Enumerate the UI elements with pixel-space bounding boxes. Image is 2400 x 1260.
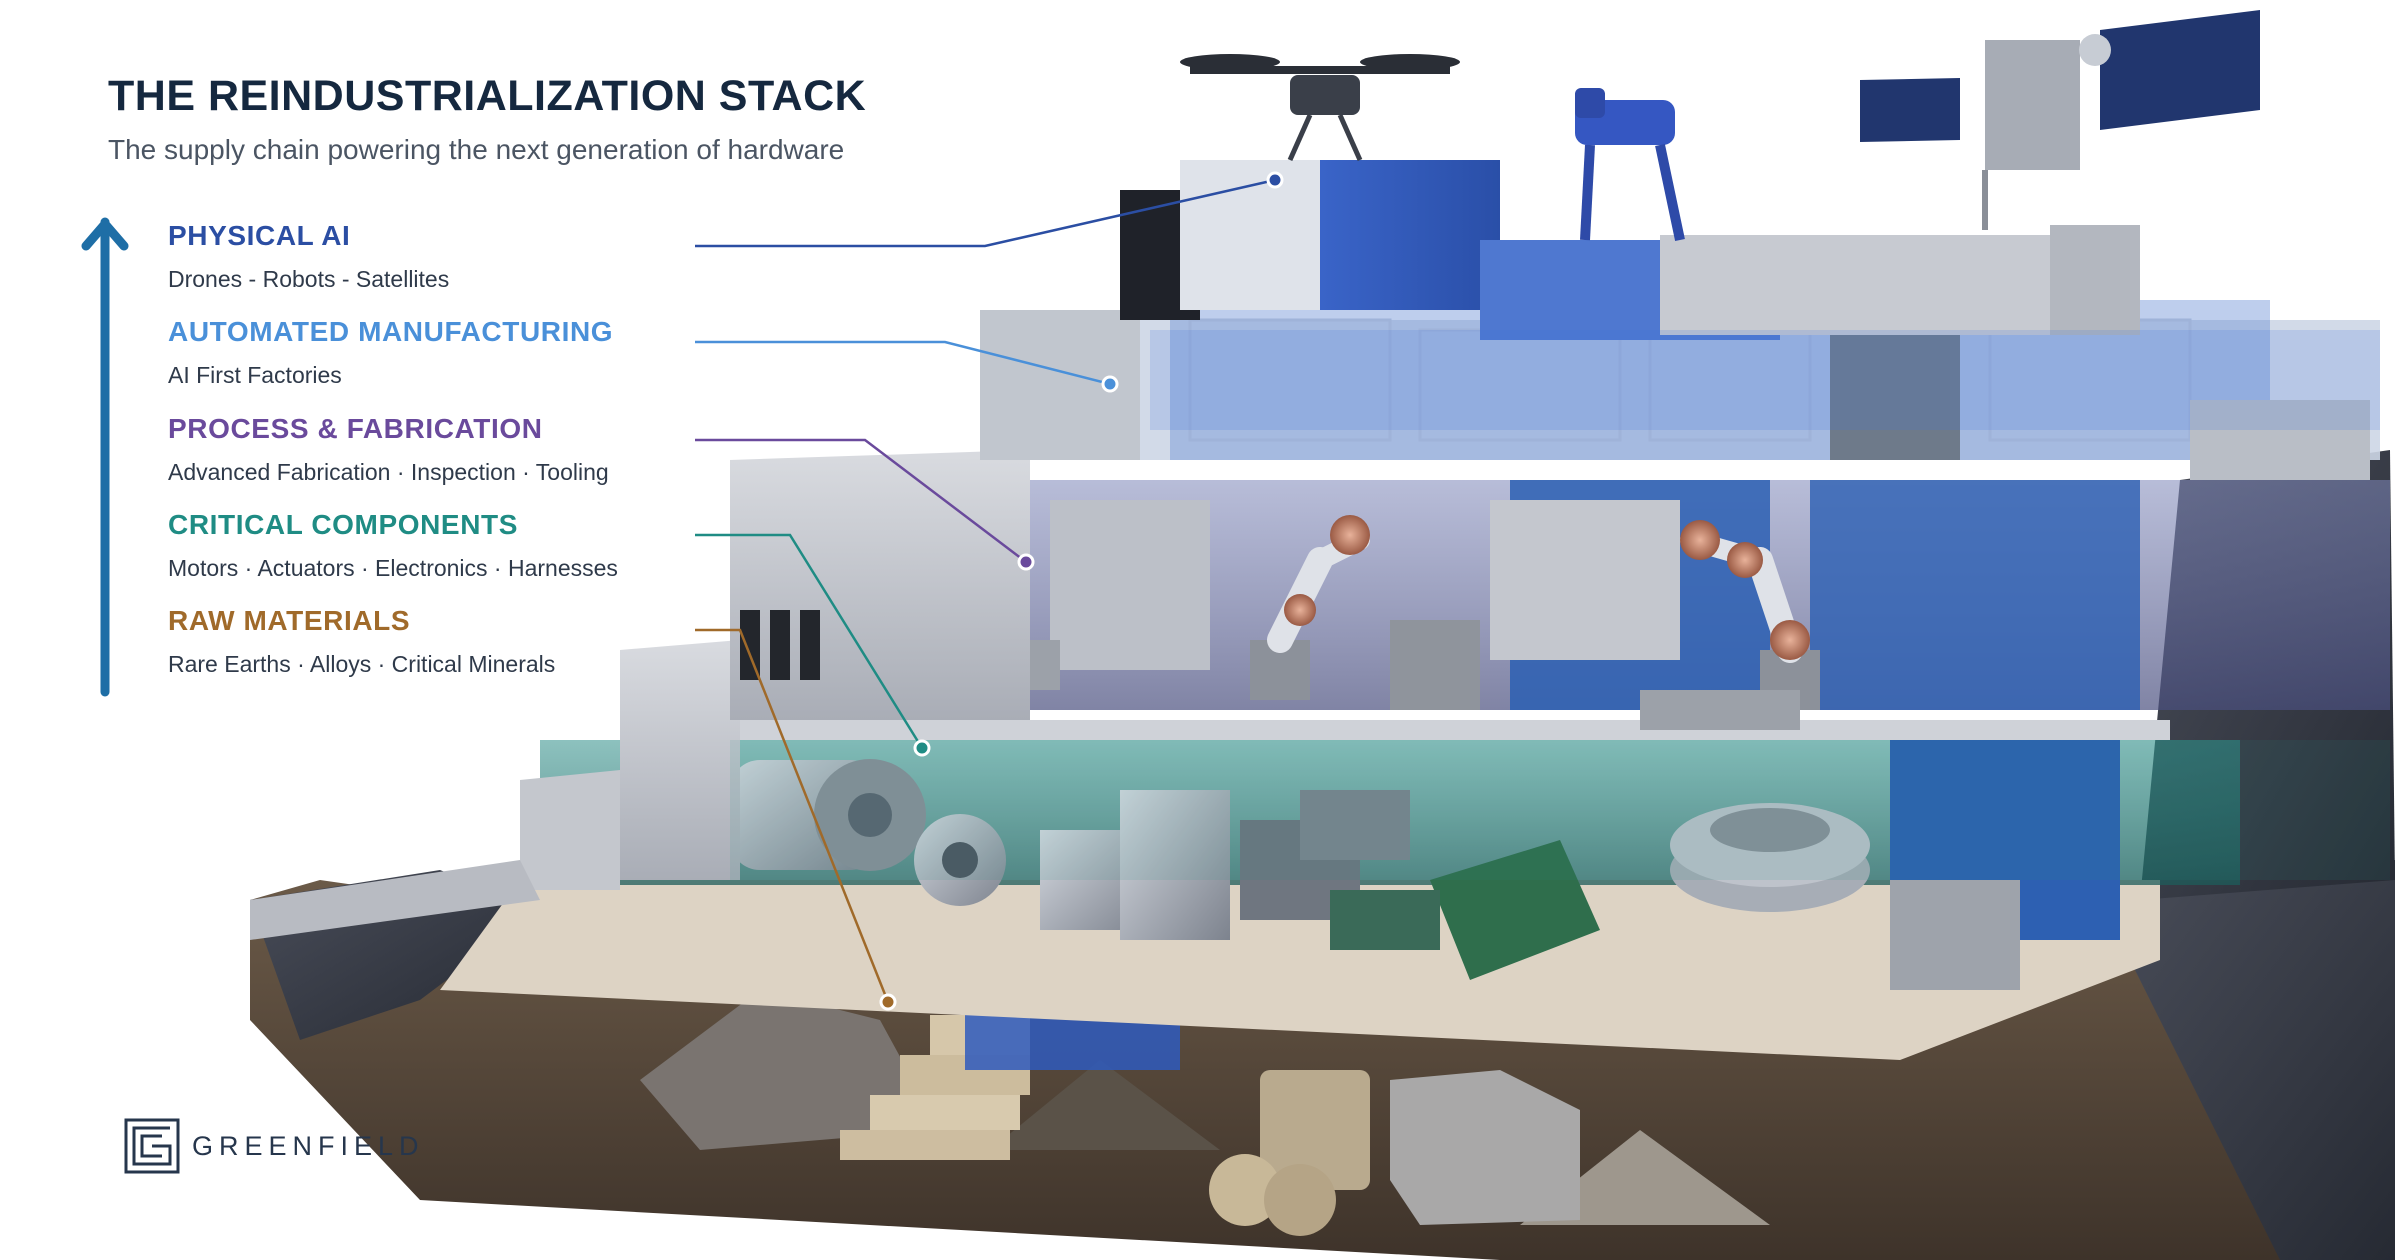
leader-automated-manufacturing (695, 340, 1111, 386)
components-layer (440, 740, 2240, 1060)
brand-logo: GREENFIELD (124, 1118, 425, 1174)
up-arrow-icon (81, 217, 129, 697)
leader-critical-components (695, 533, 924, 749)
left-walls (250, 450, 1030, 940)
robot-dog-icon (1575, 88, 1685, 242)
layer-description: AI First Factories (168, 362, 342, 388)
layer-description: Drones - Robots - Satellites (168, 266, 450, 292)
fabrication-layer (730, 480, 2390, 740)
layer-name: CRITICAL COMPONENTS (168, 509, 518, 540)
physical-ai-layer (1120, 10, 2260, 340)
marker-physical-ai (1266, 171, 1284, 189)
leader-process-fabrication (695, 438, 1027, 563)
layer-description: Rare Earths · Alloys · Critical Minerals (168, 651, 556, 677)
marker-raw-materials (879, 993, 897, 1011)
page-title: THE REINDUSTRIALIZATION STACK (108, 72, 867, 120)
drone-icon (1180, 54, 1460, 162)
layer-name: PROCESS & FABRICATION (168, 413, 543, 444)
layer-description: Motors · Actuators · Electronics · Harne… (168, 555, 618, 581)
leader-raw-materials (695, 628, 890, 1003)
page-subtitle: The supply chain powering the next gener… (108, 134, 845, 165)
layer-raw-materials: RAW MATERIALS Rare Earths · Alloys · Cri… (168, 605, 555, 678)
layer-description: Advanced Fabrication · Inspection · Tool… (168, 459, 609, 485)
layer-critical-components: CRITICAL COMPONENTS Motors · Actuators ·… (168, 509, 618, 582)
marker-automated-manufacturing (1101, 375, 1119, 393)
layer-automated-manufacturing: AUTOMATED MANUFACTURING AI First Factori… (168, 316, 613, 389)
satellite-icon (1860, 10, 2260, 230)
marker-process-fabrication (1017, 553, 1035, 571)
layer-physical-ai: PHYSICAL AI Drones - Robots - Satellites (168, 220, 449, 293)
layer-name: PHYSICAL AI (168, 220, 351, 251)
leader-physical-ai (695, 178, 1276, 248)
greenfield-logo-icon (124, 1118, 180, 1174)
marker-critical-components (913, 739, 931, 757)
brand-name: GREENFIELD (192, 1130, 425, 1161)
layer-name: AUTOMATED MANUFACTURING (168, 316, 614, 347)
layer-process-fabrication: PROCESS & FABRICATION Advanced Fabricati… (168, 413, 609, 486)
layer-name: RAW MATERIALS (168, 605, 411, 636)
